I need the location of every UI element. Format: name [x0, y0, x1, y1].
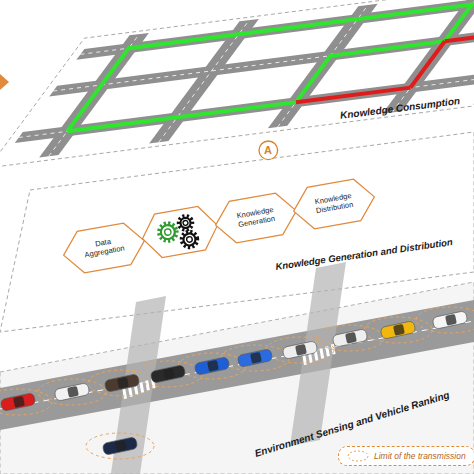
- arrow-tip: [0, 74, 9, 90]
- illustration-part: [0, 393, 36, 412]
- illustration-part: [186, 236, 192, 242]
- transmission-range: [221, 345, 289, 371]
- illustration-part: [122, 389, 127, 399]
- transmission-range: [316, 325, 384, 351]
- illustration-part: [13, 396, 25, 408]
- car: [282, 341, 318, 360]
- location-marker: A: [258, 140, 279, 161]
- car: [432, 311, 468, 330]
- illustration-part: [150, 365, 186, 384]
- car: [54, 383, 90, 402]
- car: [332, 329, 368, 348]
- car: [380, 321, 416, 340]
- illustration-part: [54, 383, 90, 402]
- illustration-part: [180, 217, 192, 229]
- car: [237, 349, 273, 368]
- legend-item: Limit of the transmission: [338, 446, 474, 466]
- car: [102, 437, 138, 456]
- marker-circle: [259, 141, 278, 160]
- illustration-part: [295, 344, 307, 356]
- illustration-part: [302, 355, 307, 365]
- illustration-part: [53, 32, 474, 91]
- car: [0, 393, 36, 412]
- illustration-part: [164, 228, 171, 235]
- illustration-part: [0, 321, 474, 409]
- transmission-range: [178, 353, 246, 379]
- illustration-part: [345, 332, 357, 344]
- gear-hexagon: [139, 204, 221, 261]
- transmission-range: [88, 370, 156, 396]
- illustration-part: [380, 321, 416, 340]
- car: [194, 357, 230, 376]
- illustration-part: [432, 311, 468, 330]
- car: [104, 374, 140, 393]
- hexagon-outline: [212, 190, 300, 246]
- hexagon-outline: [290, 176, 378, 232]
- illustration-part: [157, 222, 178, 243]
- illustration-part: [117, 377, 129, 389]
- illustration-part: [250, 352, 262, 364]
- transmission-range: [86, 433, 154, 459]
- range-sample: [348, 451, 368, 461]
- illustration-part: [194, 357, 230, 376]
- illustration-part: [182, 233, 196, 247]
- legend-swatch: [347, 450, 369, 462]
- transmission-range: [134, 361, 202, 387]
- illustration-part: [104, 374, 140, 393]
- illustration-part: [282, 341, 318, 360]
- legend-text: Limit of the transmission: [374, 451, 466, 461]
- illustration-part: [160, 224, 176, 240]
- illustration-part: [163, 368, 175, 380]
- transmission-range: [416, 307, 474, 333]
- illustration-part: [183, 220, 189, 226]
- illustration-part: [290, 262, 346, 446]
- street: [0, 262, 474, 474]
- congested-route: [296, 88, 410, 103]
- illustration-part: [110, 296, 166, 474]
- illustration-part: [177, 215, 193, 231]
- illustration-part: [445, 314, 457, 326]
- illustration-part: [393, 324, 405, 336]
- car: [150, 365, 186, 384]
- illustration-part: [332, 329, 368, 348]
- transmission-range: [266, 337, 334, 363]
- congested-route: [410, 41, 444, 87]
- hexagon-outline: [60, 220, 148, 276]
- green-route: [67, 4, 472, 131]
- illustration-part: [67, 386, 79, 398]
- illustration-part: [139, 204, 221, 261]
- illustration-part: [115, 440, 127, 452]
- illustration-part: [180, 230, 199, 249]
- congested-route: [445, 33, 474, 41]
- illustration-part: [237, 349, 273, 368]
- transmission-range: [38, 379, 106, 405]
- transmission-range: [0, 389, 52, 415]
- road-grid: [15, 0, 474, 157]
- illustration-part: [319, 348, 324, 358]
- consumption-plane: [0, 0, 474, 168]
- transmission-range: [364, 317, 432, 343]
- node-text: A: [264, 144, 272, 157]
- generation-plane: [0, 132, 474, 332]
- illustration-part: [207, 360, 219, 372]
- illustration-part: [145, 380, 150, 390]
- illustration-part: [102, 437, 138, 456]
- illustration-part: [139, 382, 144, 392]
